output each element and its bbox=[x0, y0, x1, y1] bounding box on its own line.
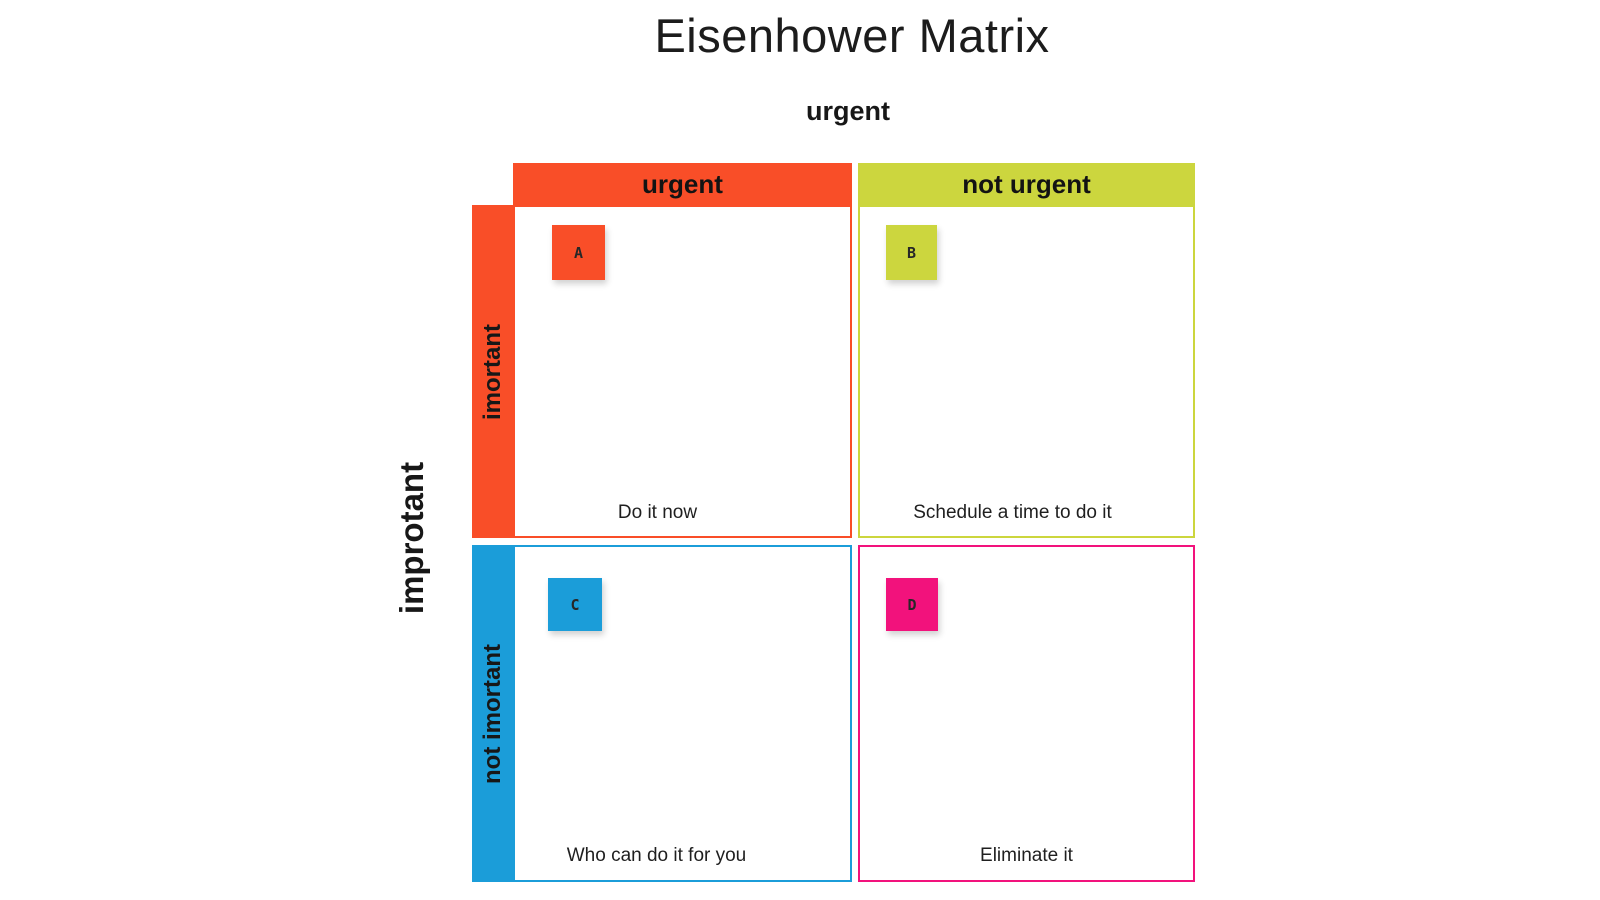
quadrant-caption-schedule: Schedule a time to do it bbox=[913, 502, 1112, 523]
column-header-urgent: urgent bbox=[513, 163, 852, 205]
row-header-not-important: not imortant bbox=[472, 545, 514, 882]
row-header-important-label: imortant bbox=[479, 323, 506, 420]
quadrant-caption-do-it-now: Do it now bbox=[617, 502, 698, 523]
quadrant-not-urgent-not-important: D Eliminate it bbox=[858, 545, 1195, 882]
sticky-note-d[interactable]: D bbox=[886, 578, 938, 631]
sticky-note-b[interactable]: B bbox=[886, 225, 937, 280]
quadrant-not-urgent-important: B Schedule a time to do it bbox=[858, 205, 1195, 538]
quadrant-urgent-not-important: C Who can do it for you bbox=[513, 545, 852, 882]
quadrant-urgent-important: A Do it now bbox=[513, 205, 852, 538]
column-header-not-urgent: not urgent bbox=[858, 163, 1195, 205]
quadrant-caption-delegate: Who can do it for you bbox=[566, 845, 747, 866]
row-header-important: imortant bbox=[472, 205, 514, 538]
sticky-note-c[interactable]: C bbox=[548, 578, 602, 631]
quadrant-caption-eliminate: Eliminate it bbox=[980, 845, 1073, 866]
left-axis-label: improtant bbox=[393, 461, 430, 615]
sticky-note-a[interactable]: A bbox=[552, 225, 605, 280]
page-title: Eisenhower Matrix bbox=[654, 9, 1050, 62]
top-axis-label: urgent bbox=[806, 96, 890, 126]
row-header-not-important-label: not imortant bbox=[479, 643, 507, 784]
